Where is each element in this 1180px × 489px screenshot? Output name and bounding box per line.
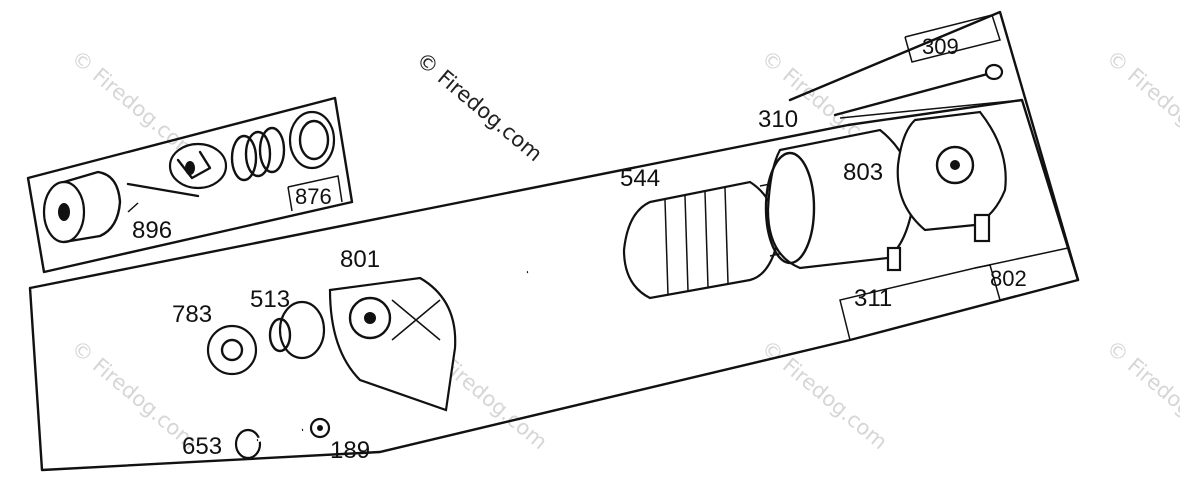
- part-label-803: 803: [843, 159, 883, 186]
- part-label-513: 513: [250, 286, 290, 313]
- part-label-189: 189: [330, 437, 370, 464]
- collar-513: [268, 300, 326, 360]
- part-label-783: 783: [172, 301, 212, 328]
- part-label-802: 802: [990, 266, 1027, 291]
- part-label-896: 896: [132, 217, 172, 244]
- watermark-faint: © Firedog.com: [67, 45, 202, 164]
- part-labels: 309 310 544 803 876 896 801 783 513 311 …: [132, 34, 1027, 464]
- watermark-faint: © Firedog.com: [1102, 335, 1180, 454]
- part-label-309: 309: [922, 34, 959, 59]
- pinion-783: [206, 324, 258, 376]
- watermark-faint: © Firedog.com: [757, 335, 892, 454]
- washer-189: [309, 417, 331, 439]
- part-label-876: 876: [295, 184, 332, 209]
- bolt-653: [234, 428, 304, 460]
- end-cap: [886, 110, 1007, 272]
- part-label-801: 801: [340, 246, 380, 273]
- through-bolts: [833, 63, 1004, 117]
- drive-housing-801: [328, 276, 457, 412]
- part-label-311: 311: [854, 285, 892, 312]
- watermark-faint: © Firedog.com: [1102, 45, 1180, 164]
- watermark-main: © Firedog.com: [412, 47, 547, 166]
- part-label-544: 544: [620, 165, 660, 192]
- part-label-653: 653: [182, 433, 222, 460]
- drive-kit-896: [42, 110, 336, 244]
- frame-lines: [26, 10, 1080, 472]
- part-label-310: 310: [758, 106, 798, 133]
